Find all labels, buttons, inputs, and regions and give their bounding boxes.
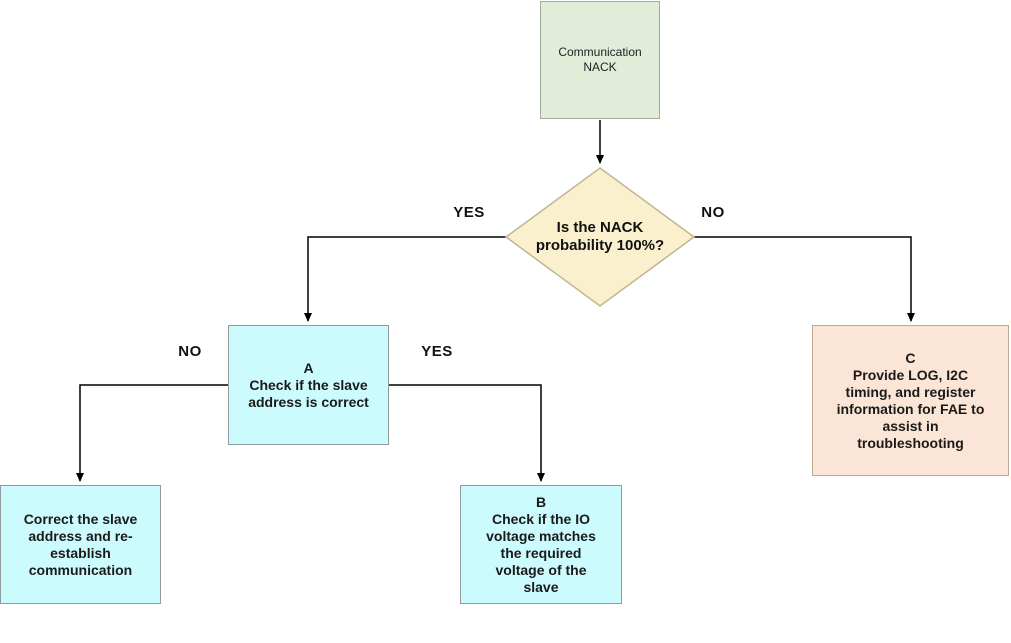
node-correct-slave-address: Correct the slave address and re- establ… <box>0 485 161 604</box>
node-b-text: B Check if the IO voltage matches the re… <box>486 493 596 595</box>
node-c-provide-log-info: C Provide LOG, I2C timing, and register … <box>812 325 1009 476</box>
connector-a-no-to-correct-address <box>76 384 228 482</box>
node-b-check-io-voltage: B Check if the IO voltage matches the re… <box>460 485 622 604</box>
node-a-check-slave-address: A Check if the slave address is correct <box>228 325 389 445</box>
node-communication-nack-text: Communication NACK <box>558 45 642 74</box>
decision-nack-probability-text: Is the NACK probability 100%? <box>535 219 665 254</box>
decision-diamond-shape <box>504 167 696 307</box>
edge-label-decision-yes: YES <box>453 204 485 221</box>
edge-label-check-address-no: NO <box>178 343 202 360</box>
connector-a-yes-to-b <box>389 384 545 482</box>
node-correct-slave-address-text: Correct the slave address and re- establ… <box>23 510 138 578</box>
connector-decision-no-to-c <box>694 236 915 322</box>
node-a-text: A Check if the slave address is correct <box>248 359 369 410</box>
node-communication-nack: Communication NACK <box>540 1 660 119</box>
connector-decision-yes-to-a <box>304 236 506 322</box>
node-c-text: C Provide LOG, I2C timing, and register … <box>836 349 985 451</box>
edge-label-decision-no: NO <box>701 204 725 221</box>
edge-label-check-address-yes: YES <box>421 343 453 360</box>
